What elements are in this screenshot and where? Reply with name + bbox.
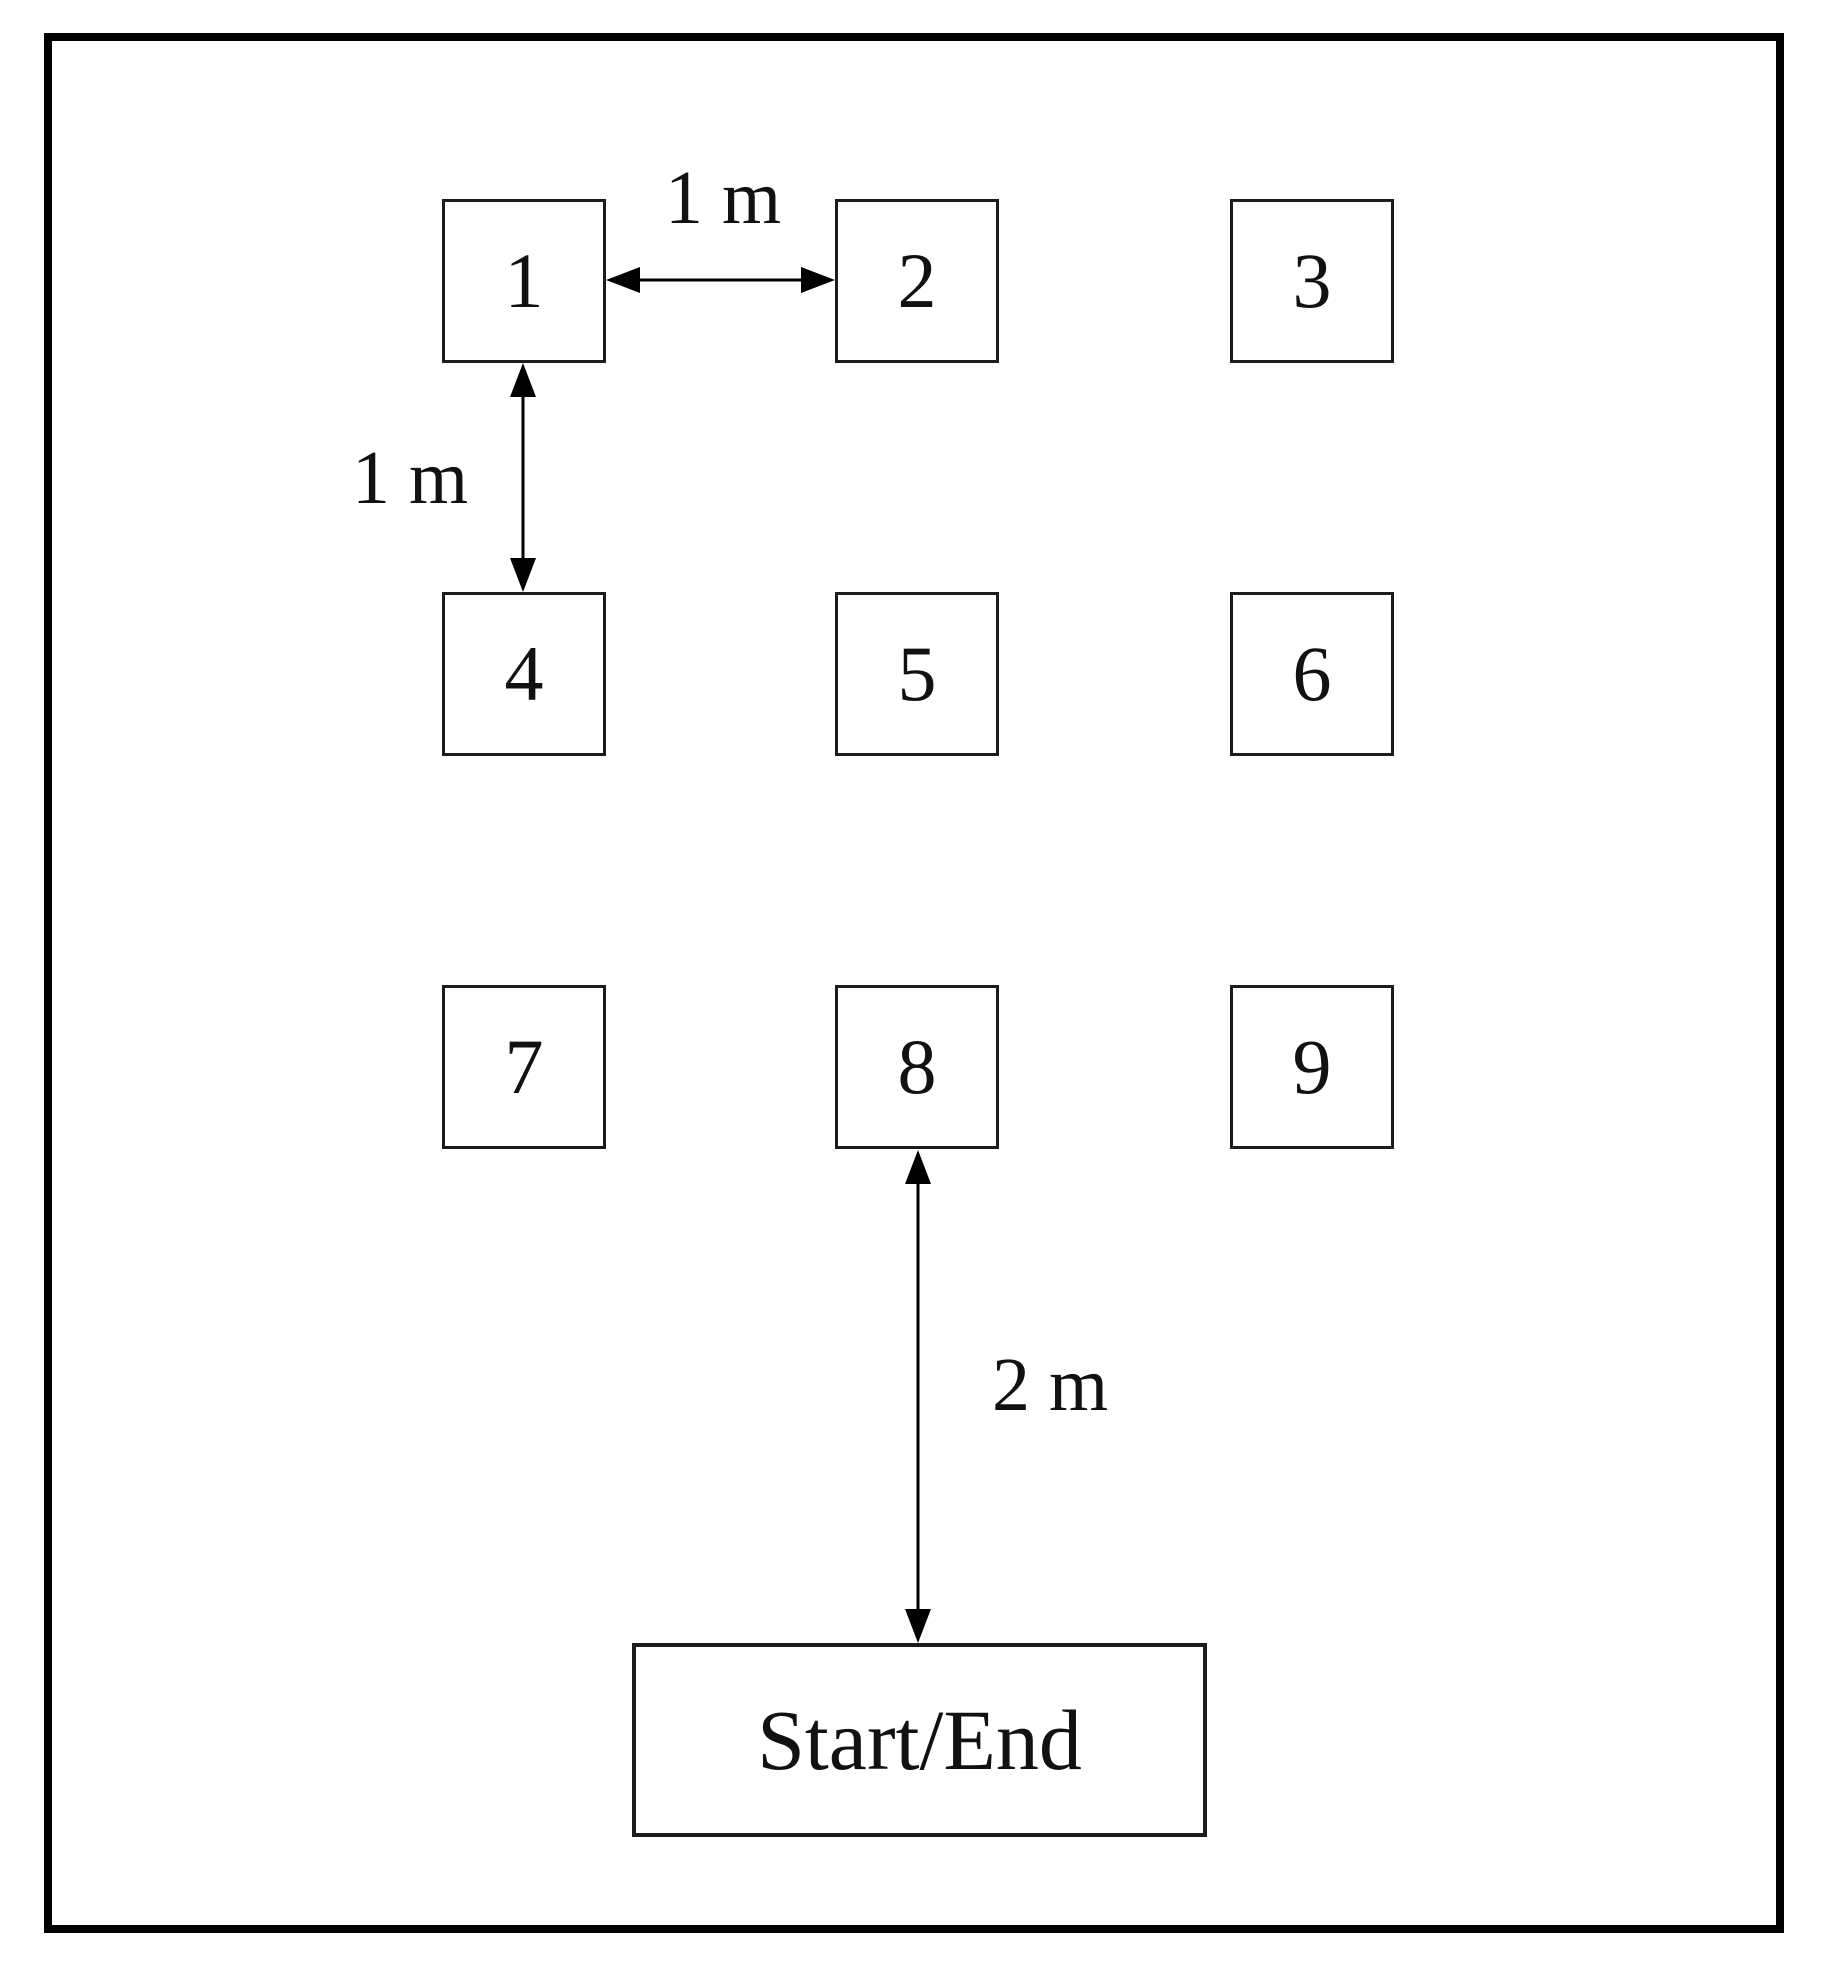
target-box-2: 2 [835, 199, 999, 363]
distance-label-box8-startend: 2 m [991, 1343, 1109, 1427]
target-box-8-label: 8 [897, 1023, 937, 1110]
distance-label-box1-box4: 1 m [351, 436, 469, 520]
start-end-label: Start/End [757, 1692, 1082, 1788]
target-box-9-label: 9 [1292, 1023, 1332, 1110]
target-box-7: 7 [442, 985, 606, 1149]
distance-label-box1-box2: 1 m [664, 156, 782, 240]
target-box-2-label: 2 [897, 237, 937, 324]
target-box-5: 5 [835, 592, 999, 756]
target-box-3-label: 3 [1292, 237, 1332, 324]
start-end-box: Start/End [632, 1643, 1207, 1837]
target-box-3: 3 [1230, 199, 1394, 363]
target-box-5-label: 5 [897, 630, 937, 717]
target-box-4-label: 4 [504, 630, 544, 717]
target-box-1-label: 1 [504, 237, 544, 324]
target-box-6-label: 6 [1292, 630, 1332, 717]
target-box-4: 4 [442, 592, 606, 756]
target-box-8: 8 [835, 985, 999, 1149]
target-box-1: 1 [442, 199, 606, 363]
target-box-9: 9 [1230, 985, 1394, 1149]
target-box-6: 6 [1230, 592, 1394, 756]
target-box-7-label: 7 [504, 1023, 544, 1110]
